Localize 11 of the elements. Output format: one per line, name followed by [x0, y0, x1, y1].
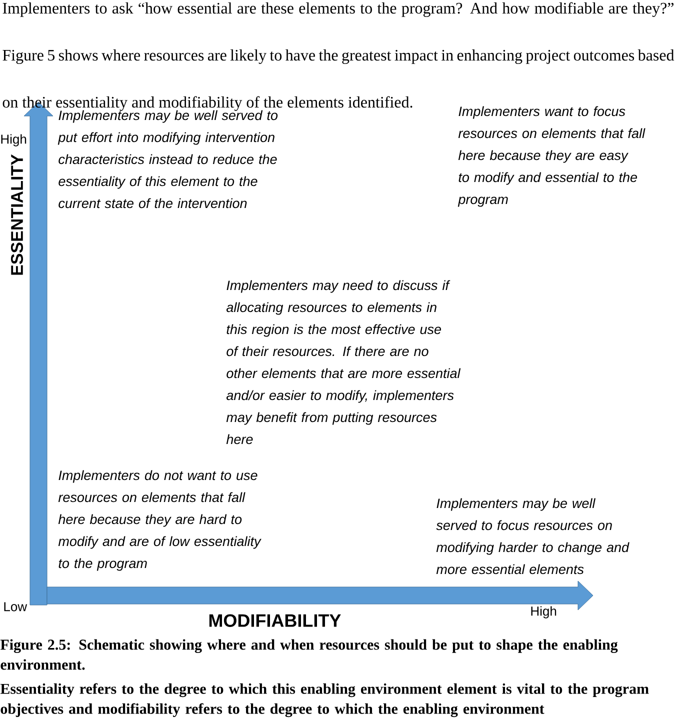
- quadrant-note: Implementers may be well served to put effort into modifying intervention characteristics instead to reduce the essentiality of this element to the current state of the intervention: [58, 110, 278, 208]
- axis-end-label: High: [531, 606, 556, 618]
- quadrant-note: Implementers may need to discuss if allocating resources to elements in this region is the most effective use of their resources. If there are no other elements that are more essential and/or easier to modify, implementers may benefit from putting resources here: [226, 280, 461, 444]
- axis-title: ESSENTIALITY: [10, 154, 24, 275]
- figure-caption: Figure 2.5: Schematic showing where and when resources should be put to shape the enabling environment.: [0, 639, 618, 670]
- axis-end-label: High: [1, 134, 26, 146]
- axis-title: MODIFIABILITY: [209, 614, 341, 627]
- quadrant-note: Implementers may be well served to focus resources on modifying harder to change and more essential elements: [436, 498, 630, 574]
- quadrant-note: Implementers do not want to use resources on elements that fall here because they are hard to modify and are of low essentiality to the program: [58, 470, 262, 571]
- axis-end-label: Low: [4, 602, 28, 612]
- note-paragraph: Essentiality refers to the degree to which this enabling environment element is vital to the program objectives and modifiability refers to the degree to which the enabling environment: [0, 683, 649, 718]
